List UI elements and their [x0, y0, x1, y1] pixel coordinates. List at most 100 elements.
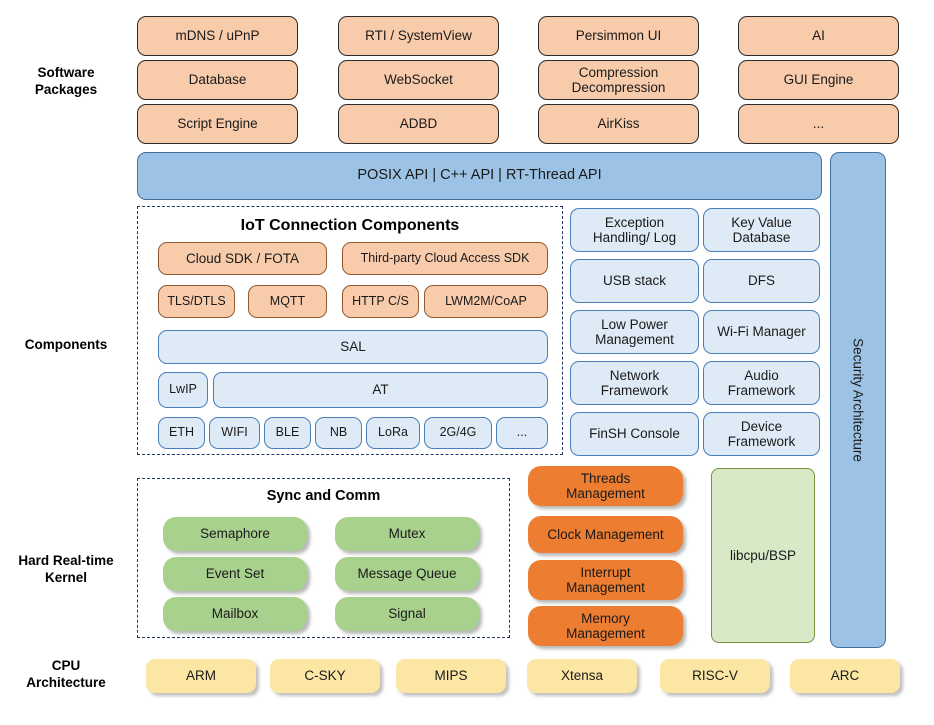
component-label-line1: Key Value [731, 214, 792, 230]
iot-at[interactable]: AT [213, 372, 548, 408]
row-label-cpu-line2: Architecture [26, 675, 106, 690]
software-package-label-line1: Compression [578, 64, 659, 80]
component-key-value-database[interactable]: Key Value Database [703, 208, 820, 252]
cpu-arch-arc[interactable]: ARC [790, 659, 900, 693]
component-usb-stack[interactable]: USB stack [570, 259, 699, 303]
iot-link-lora[interactable]: LoRa [366, 417, 420, 449]
sync-event-set[interactable]: Event Set [163, 557, 307, 591]
software-package-mdns-upnp[interactable]: mDNS / uPnP [137, 16, 298, 56]
software-package-database[interactable]: Database [137, 60, 298, 100]
iot-item-label: LWM2M/CoAP [445, 293, 527, 308]
sync-mailbox[interactable]: Mailbox [163, 597, 307, 631]
row-label-cpu-line1: CPU [51, 658, 81, 673]
software-package-airkiss[interactable]: AirKiss [538, 104, 699, 144]
cpu-arch-c-sky[interactable]: C-SKY [270, 659, 380, 693]
row-label-software-packages-line2: Packages [34, 82, 98, 97]
sync-signal[interactable]: Signal [335, 597, 479, 631]
component-network-framework[interactable]: Network Framework [570, 361, 699, 405]
iot-mqtt[interactable]: MQTT [248, 285, 327, 318]
cpu-arch-xtensa[interactable]: Xtensa [527, 659, 637, 693]
component-dfs[interactable]: DFS [703, 259, 820, 303]
sync-item-label: Event Set [205, 566, 265, 582]
software-package-script-engine[interactable]: Script Engine [137, 104, 298, 144]
software-package-label: Database [188, 72, 247, 88]
component-label-line1: Low Power [601, 316, 668, 332]
iot-link-label: LoRa [378, 425, 408, 440]
sync-item-label: Signal [388, 606, 426, 622]
iot-link-label: ... [516, 425, 528, 440]
cpu-arch-label: RISC-V [692, 668, 738, 684]
software-package-label: ADBD [399, 116, 438, 132]
iot-cloud-sdk-fota[interactable]: Cloud SDK / FOTA [158, 242, 327, 275]
software-package-websocket[interactable]: WebSocket [338, 60, 499, 100]
sync-semaphore[interactable]: Semaphore [163, 517, 307, 551]
iot-item-label: SAL [340, 339, 366, 355]
kernel-clock-management[interactable]: Clock Management [528, 516, 683, 553]
iot-link-more[interactable]: ... [496, 417, 548, 449]
software-package-label: AI [812, 28, 825, 44]
component-audio-framework[interactable]: Audio Framework [703, 361, 820, 405]
software-package-gui-engine[interactable]: GUI Engine [738, 60, 899, 100]
component-device-framework[interactable]: Device Framework [703, 412, 820, 456]
iot-link-label: 2G/4G [439, 425, 477, 440]
cpu-arch-label: ARC [830, 668, 860, 684]
component-exception-handling-log[interactable]: Exception Handling/ Log [570, 208, 699, 252]
libcpu-label: libcpu/BSP [729, 547, 797, 563]
iot-lwm2m-coap[interactable]: LWM2M/CoAP [424, 285, 548, 318]
iot-link-nb[interactable]: NB [315, 417, 362, 449]
component-label-line2: Framework [727, 434, 796, 449]
iot-sal[interactable]: SAL [158, 330, 548, 364]
iot-http-cs[interactable]: HTTP C/S [342, 285, 419, 318]
software-package-more[interactable]: ... [738, 104, 899, 144]
iot-link-ble[interactable]: BLE [264, 417, 311, 449]
api-bar[interactable]: POSIX API | C++ API | RT-Thread API [137, 152, 822, 200]
security-architecture-bar[interactable]: Security Architecture [830, 152, 886, 648]
iot-link-2g-4g[interactable]: 2G/4G [424, 417, 492, 449]
sync-message-queue[interactable]: Message Queue [335, 557, 479, 591]
kernel-label: Clock Management [547, 526, 664, 542]
software-package-persimmon-ui[interactable]: Persimmon UI [538, 16, 699, 56]
software-package-label: Persimmon UI [575, 28, 662, 44]
iot-tls-dtls[interactable]: TLS/DTLS [158, 285, 235, 318]
kernel-label-line2: Management [566, 486, 645, 501]
libcpu-bsp[interactable]: libcpu/BSP [711, 468, 815, 643]
sync-item-label: Mailbox [211, 606, 259, 622]
kernel-interrupt-management[interactable]: Interrupt Management [528, 560, 683, 600]
component-label: Wi-Fi Manager [717, 324, 806, 340]
iot-lwip[interactable]: LwIP [158, 372, 208, 408]
component-label-line2: Handling/ Log [592, 230, 677, 245]
cpu-arch-mips[interactable]: MIPS [396, 659, 506, 693]
sync-item-label: Mutex [388, 526, 426, 542]
cpu-arch-label: ARM [186, 668, 216, 684]
cpu-arch-label: C-SKY [304, 668, 346, 684]
sync-mutex[interactable]: Mutex [335, 517, 479, 551]
software-package-rti-systemview[interactable]: RTI / SystemView [338, 16, 499, 56]
component-label: DFS [748, 273, 775, 289]
iot-link-label: ETH [169, 425, 194, 440]
software-package-label: ... [812, 116, 825, 132]
software-package-compression-decompression[interactable]: Compression Decompression [538, 60, 699, 100]
kernel-memory-management[interactable]: Memory Management [528, 606, 683, 646]
component-finsh-console[interactable]: FinSH Console [570, 412, 699, 456]
kernel-label-line1: Threads [580, 470, 631, 486]
component-wifi-manager[interactable]: Wi-Fi Manager [703, 310, 820, 354]
row-label-kernel-line1: Hard Real-time [18, 553, 114, 568]
iot-link-wifi[interactable]: WIFI [209, 417, 260, 449]
iot-item-label: AT [372, 382, 389, 398]
iot-third-party-cloud-access-sdk[interactable]: Third-party Cloud Access SDK [342, 242, 548, 275]
component-low-power-management[interactable]: Low Power Management [570, 310, 699, 354]
software-package-adbd[interactable]: ADBD [338, 104, 499, 144]
software-package-ai[interactable]: AI [738, 16, 899, 56]
api-bar-label: POSIX API | C++ API | RT-Thread API [357, 167, 602, 184]
row-label-components-text: Components [24, 337, 108, 352]
row-label-components: Components [0, 336, 132, 353]
iot-item-label: MQTT [269, 293, 306, 308]
cpu-arch-risc-v[interactable]: RISC-V [660, 659, 770, 693]
iot-link-eth[interactable]: ETH [158, 417, 205, 449]
cpu-arch-arm[interactable]: ARM [146, 659, 256, 693]
component-label-line2: Database [732, 230, 791, 245]
kernel-label-line2: Management [566, 626, 645, 641]
iot-group-title: IoT Connection Components [240, 217, 460, 234]
software-package-label: GUI Engine [783, 72, 854, 88]
kernel-threads-management[interactable]: Threads Management [528, 466, 683, 506]
